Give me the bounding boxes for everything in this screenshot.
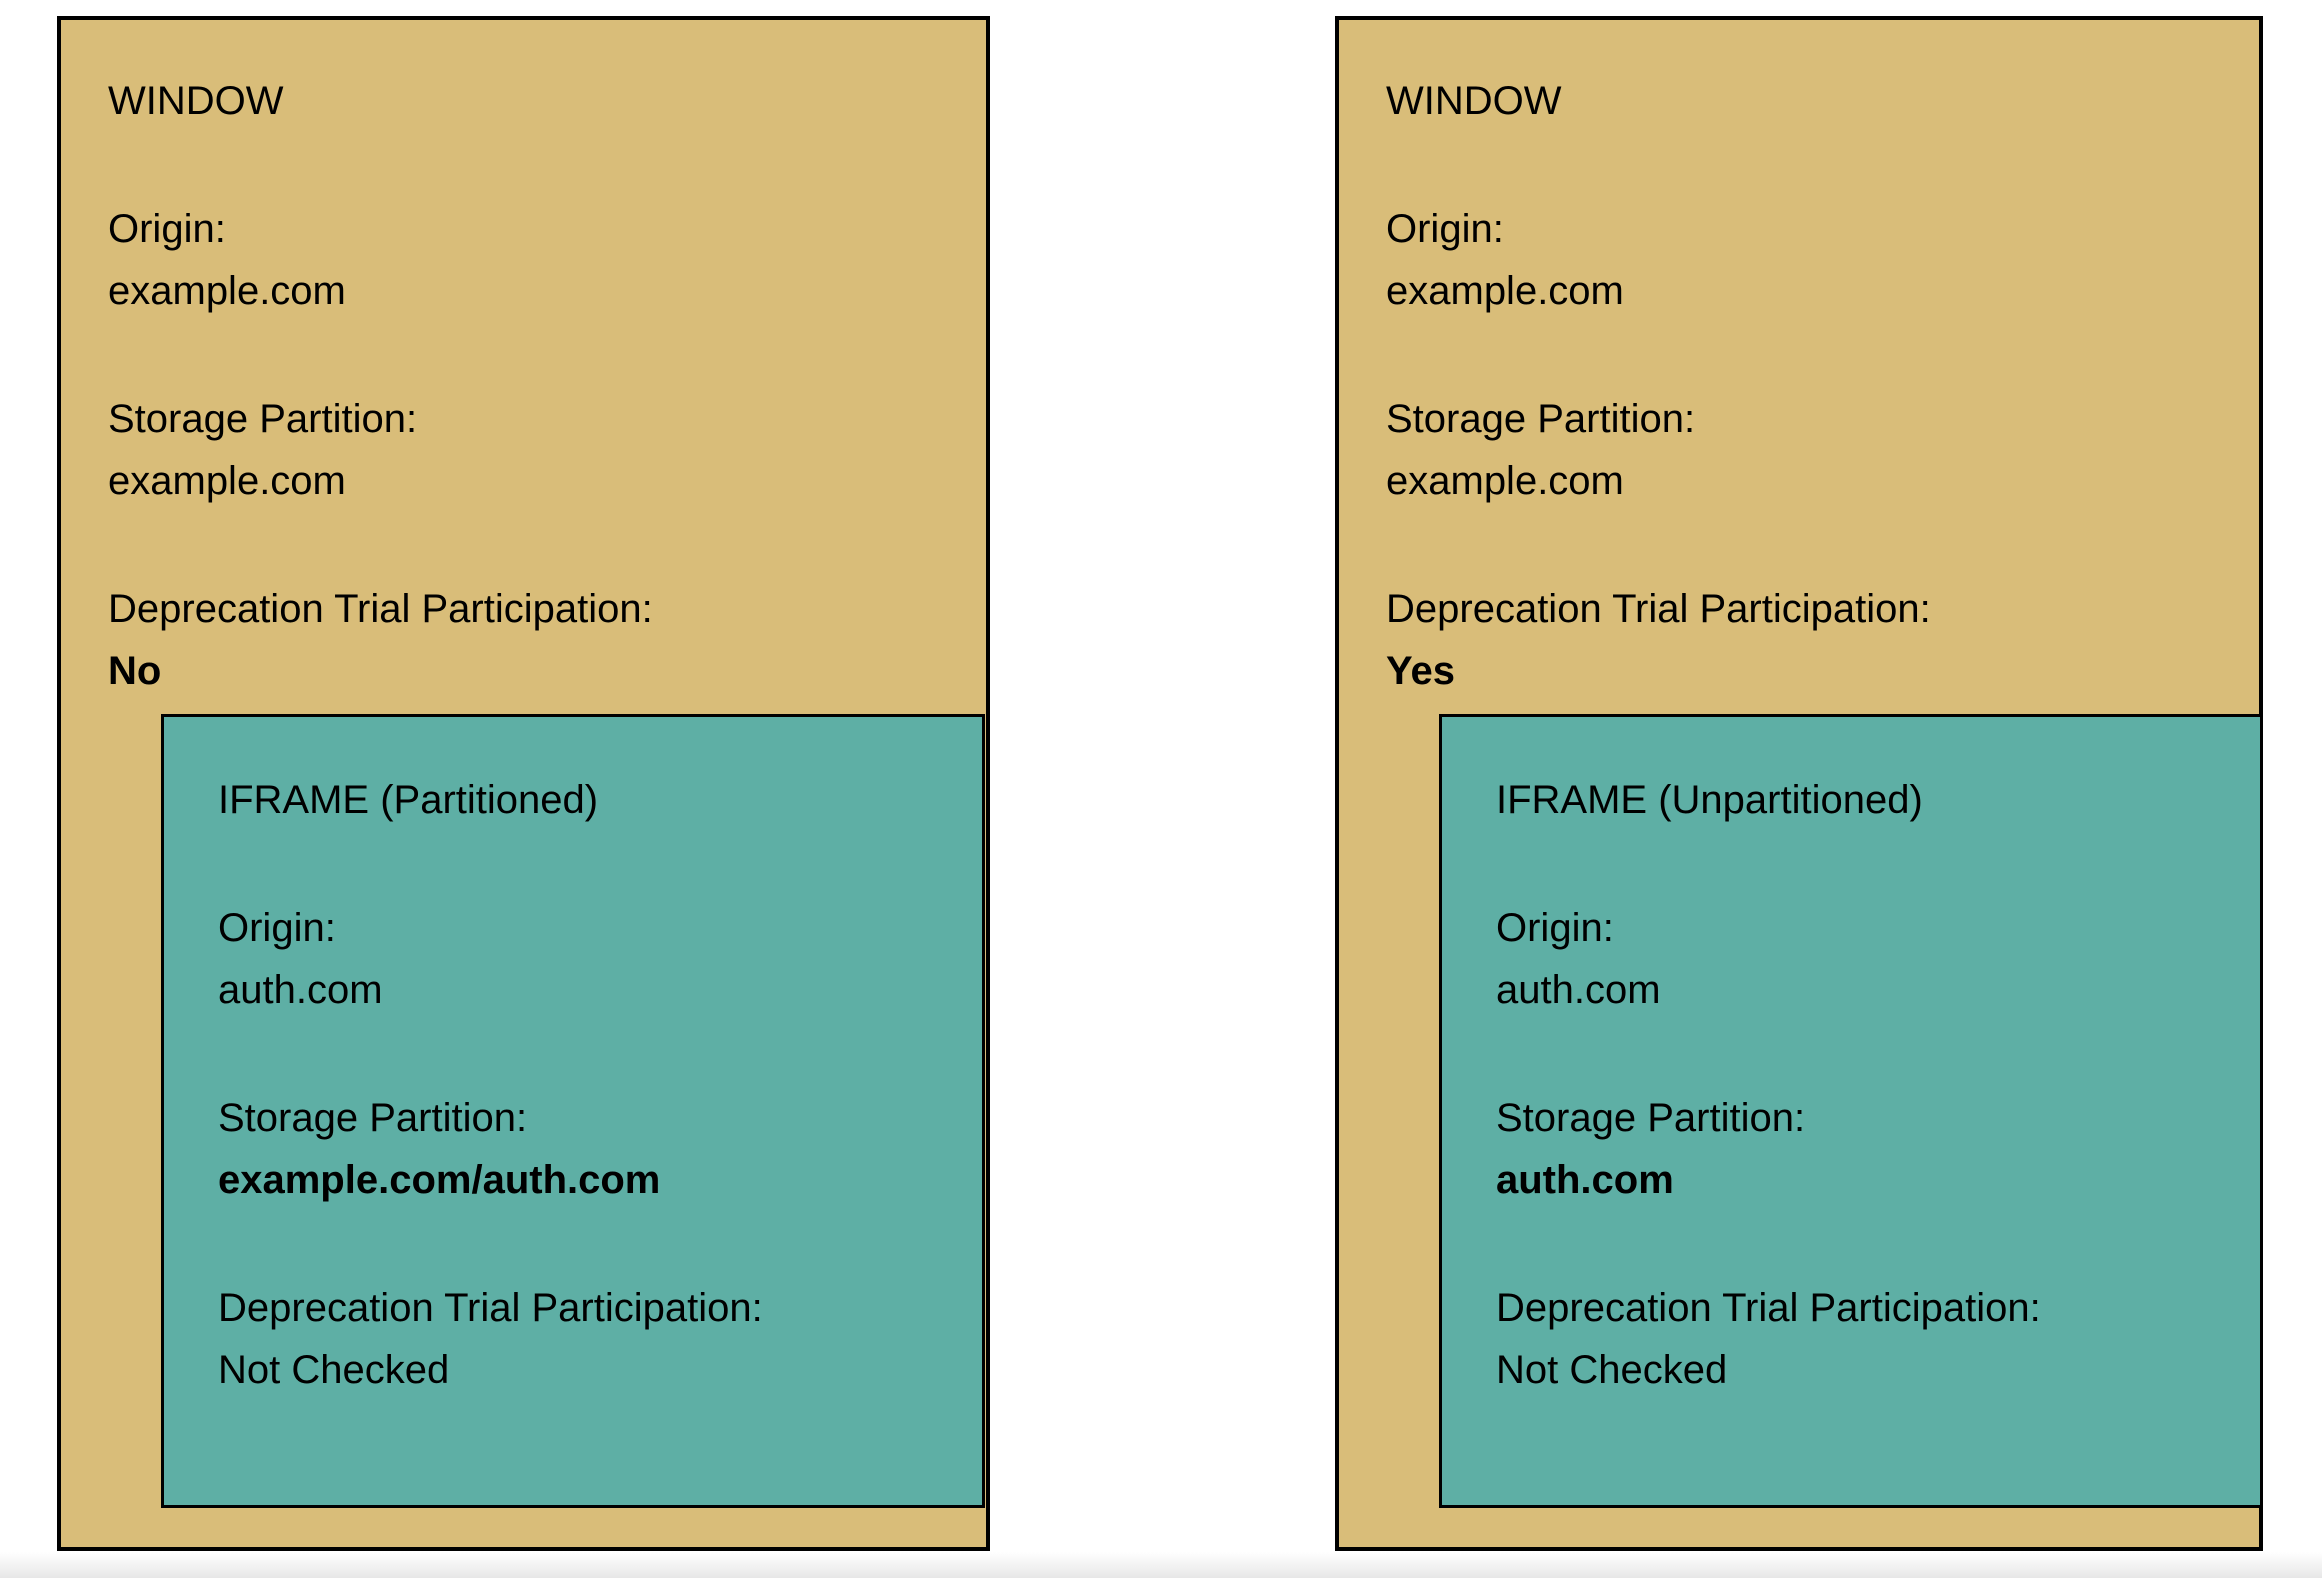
storage-partition-label: Storage Partition: [1386, 397, 1696, 441]
storage-partition-value: example.com/auth.com [218, 1158, 661, 1202]
deprecation-trial-field: Deprecation Trial Participation: No [108, 578, 940, 702]
storage-partition-value: auth.com [1496, 1158, 1674, 1202]
iframe-box-partitioned: IFRAME (Partitioned) Origin: auth.com St… [161, 714, 985, 1508]
origin-field: Origin: auth.com [1496, 897, 2220, 1021]
storage-partition-field: Storage Partition: example.com [108, 388, 940, 512]
deprecation-trial-value: Not Checked [218, 1348, 450, 1392]
window-title: WINDOW [1386, 79, 1562, 123]
deprecation-trial-label: Deprecation Trial Participation: [1386, 587, 1931, 631]
deprecation-trial-value: Yes [1386, 649, 1455, 693]
origin-label: Origin: [108, 207, 226, 251]
storage-partition-field: Storage Partition: example.com [1386, 388, 2213, 512]
iframe-title: IFRAME (Unpartitioned) [1496, 778, 1923, 822]
origin-field: Origin: example.com [108, 198, 940, 322]
storage-partition-label: Storage Partition: [108, 397, 418, 441]
origin-value: auth.com [218, 968, 383, 1012]
deprecation-trial-field: Deprecation Trial Participation: Not Che… [218, 1277, 942, 1401]
storage-partition-field: Storage Partition: auth.com [1496, 1087, 2220, 1211]
iframe-title: IFRAME (Partitioned) [218, 778, 599, 822]
window-box-left: WINDOW Origin: example.com Storage Parti… [57, 16, 990, 1551]
deprecation-trial-value: No [108, 649, 162, 693]
origin-label: Origin: [218, 906, 336, 950]
window-title: WINDOW [108, 79, 284, 123]
window-box-right: WINDOW Origin: example.com Storage Parti… [1335, 16, 2263, 1551]
deprecation-trial-field: Deprecation Trial Participation: Yes [1386, 578, 2213, 702]
deprecation-trial-label: Deprecation Trial Participation: [218, 1286, 763, 1330]
storage-partition-field: Storage Partition: example.com/auth.com [218, 1087, 942, 1211]
deprecation-trial-label: Deprecation Trial Participation: [108, 587, 653, 631]
origin-value: example.com [1386, 269, 1624, 313]
deprecation-trial-field: Deprecation Trial Participation: Not Che… [1496, 1277, 2220, 1401]
origin-label: Origin: [1496, 906, 1614, 950]
iframe-box-unpartitioned: IFRAME (Unpartitioned) Origin: auth.com … [1439, 714, 2263, 1508]
origin-value: auth.com [1496, 968, 1661, 1012]
origin-value: example.com [108, 269, 346, 313]
page-bottom-edge [0, 1552, 2322, 1578]
deprecation-trial-value: Not Checked [1496, 1348, 1728, 1392]
storage-partition-value: example.com [1386, 459, 1624, 503]
origin-label: Origin: [1386, 207, 1504, 251]
storage-partition-label: Storage Partition: [1496, 1096, 1806, 1140]
storage-partition-label: Storage Partition: [218, 1096, 528, 1140]
origin-field: Origin: example.com [1386, 198, 2213, 322]
origin-field: Origin: auth.com [218, 897, 942, 1021]
deprecation-trial-label: Deprecation Trial Participation: [1496, 1286, 2041, 1330]
storage-partition-value: example.com [108, 459, 346, 503]
